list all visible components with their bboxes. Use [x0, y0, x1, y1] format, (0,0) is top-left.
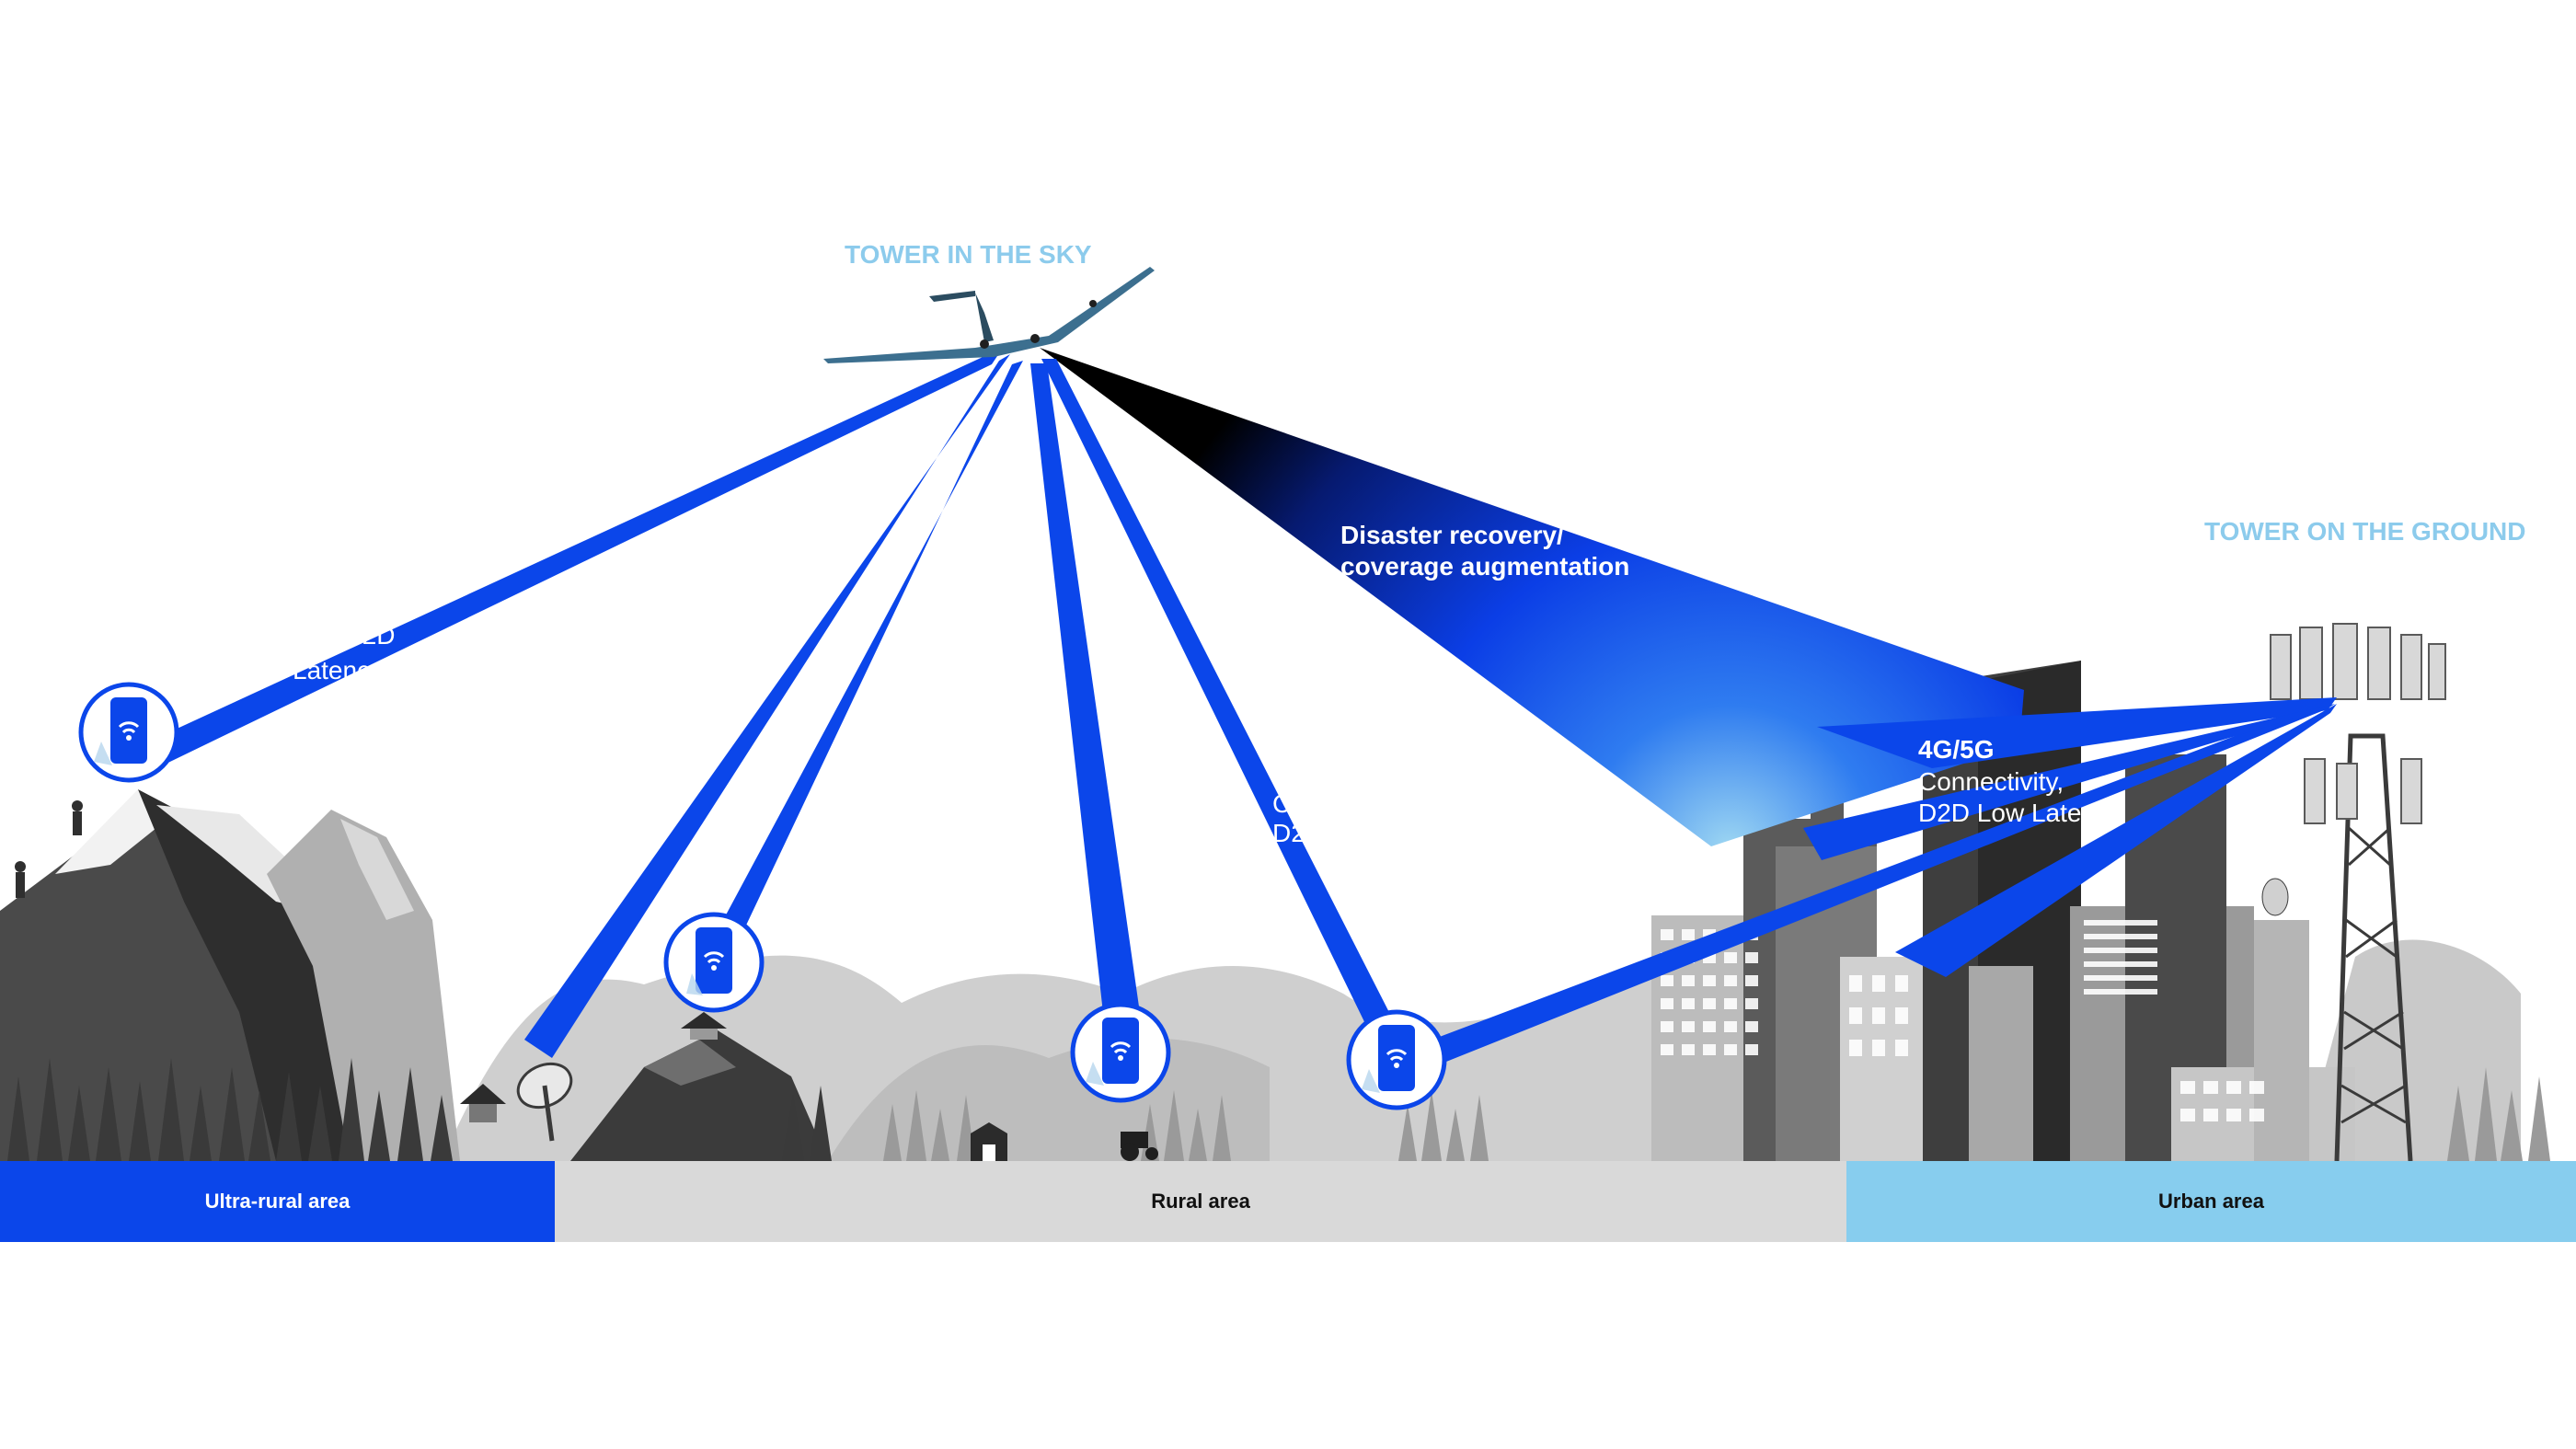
tech-label: 4G/5G [1918, 735, 1995, 764]
tower-on-the-ground-title: TOWER ON THE GROUND [2204, 517, 2526, 546]
barn-icon [971, 1122, 1007, 1161]
urban-area-label: Urban area [2158, 1190, 2264, 1213]
haps-aircraft-icon [823, 267, 1155, 363]
connectivity-line-1: Connectivity, [1918, 767, 2064, 796]
rural-area-label: Rural area [1151, 1190, 1250, 1213]
mountains [0, 789, 828, 1161]
tractor-icon [1121, 1132, 1158, 1161]
hiker-icon [15, 800, 83, 898]
partial-connectivity-label-left: vity, D2D Latency [293, 618, 396, 688]
urban-area-band: Urban area [1846, 1161, 2576, 1242]
partial-connectivity-label-mid: C D2 [1272, 789, 1305, 848]
ultra-rural-area-band: Ultra-rural area [0, 1161, 555, 1242]
disaster-line-1: Disaster recovery/ [1340, 521, 1564, 549]
disaster-recovery-beam [1040, 348, 2024, 846]
connectivity-label: Connectivity, D2D Low Latency [1918, 766, 2122, 829]
sky-beams [147, 348, 1398, 1058]
rural-area-band: Rural area [555, 1161, 1846, 1242]
partial-left-line-2: Latency [293, 656, 384, 684]
partial-mid-line-2: D2 [1272, 819, 1305, 847]
partial-left-line-1: vity, D2D [293, 621, 396, 650]
smartphone-wifi-icon [78, 682, 1447, 1110]
cell-tower-icon [2261, 623, 2446, 1162]
trees [7, 1058, 832, 1161]
tower-in-the-sky-title: TOWER IN THE SKY [845, 240, 1092, 269]
connectivity-line-2: D2D Low Latency [1918, 799, 2122, 827]
satellite-dish-icon [516, 1062, 573, 1142]
ground-beams [1428, 697, 2337, 1069]
hut-icon [460, 1012, 727, 1122]
disaster-recovery-label: Disaster recovery/ coverage augmentation [1340, 520, 1629, 582]
disaster-line-2: coverage augmentation [1340, 552, 1630, 581]
ultra-rural-area-label: Ultra-rural area [204, 1190, 351, 1213]
partial-mid-line-1: C [1272, 789, 1292, 818]
